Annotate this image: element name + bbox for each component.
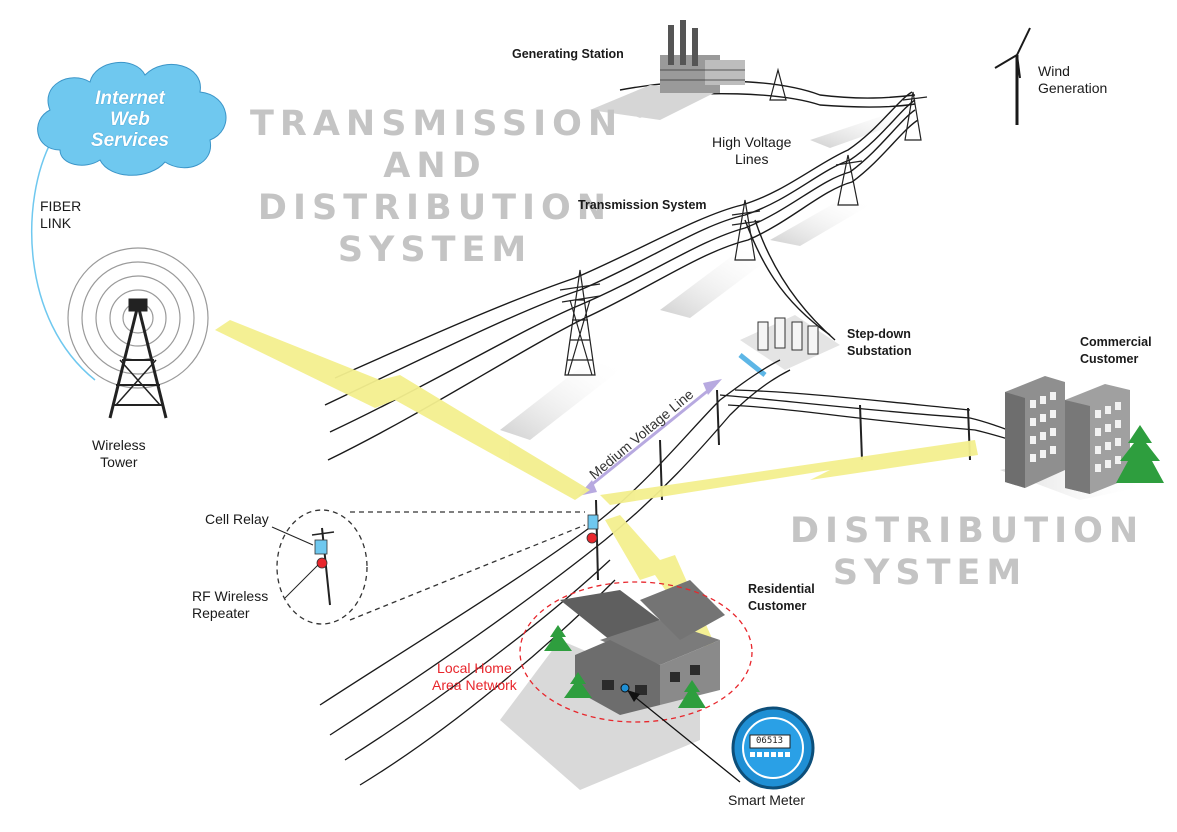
wind-generation-label: Wind Generation: [1038, 63, 1108, 96]
internet-web-services-label: Internet Web Services: [90, 88, 170, 151]
cloud-icon: [37, 61, 227, 176]
fiber-link-line: [30, 139, 96, 381]
rf-wireless-repeater-label: RF Wireless Repeater: [192, 588, 269, 621]
residential-customer-label: Residential Customer: [748, 582, 815, 613]
inset-leader-lines: [271, 526, 319, 599]
inset-callout: [276, 509, 586, 625]
fiber-link-label: FIBER LINK: [40, 198, 82, 231]
house-shadow: [500, 640, 700, 790]
commercial-customer-label: Commercial Customer: [1080, 335, 1152, 366]
transmission-tower-icon: [559, 67, 928, 376]
substation-icon: [738, 315, 840, 377]
tree-icon: [544, 625, 706, 708]
smart-meter-label: Smart Meter: [728, 792, 806, 808]
smart-meter-icon: [627, 690, 815, 790]
wireless-tower-icon: [108, 298, 168, 419]
step-down-substation-label: Step-down Substation: [847, 327, 912, 358]
high-voltage-lines-label: High Voltage Lines: [712, 134, 792, 167]
meter-reading: 06513: [756, 736, 784, 746]
commercial-building-icon: [1000, 376, 1150, 500]
transmission-system-label: Transmission System: [578, 198, 707, 212]
generating-station-label: Generating Station: [512, 47, 624, 61]
local-home-area-network-label: Local Home Area Network: [432, 660, 517, 693]
cell-relay-label: Cell Relay: [205, 511, 269, 527]
wind-turbine-icon: [994, 27, 1031, 125]
wireless-tower-label: Wireless Tower: [92, 437, 146, 470]
radio-waves: [67, 247, 209, 389]
pole-devices: [586, 514, 599, 544]
tree-icon: [1116, 425, 1164, 483]
home-area-network-ring: [519, 581, 753, 723]
distribution-title: DISTRIBUTION SYSTEM: [790, 511, 1145, 593]
generating-station-icon: [590, 20, 745, 120]
inset-pole: [311, 527, 335, 606]
transmission-distribution-title: TRANSMISSION AND DISTRIBUTION SYSTEM: [250, 104, 624, 270]
